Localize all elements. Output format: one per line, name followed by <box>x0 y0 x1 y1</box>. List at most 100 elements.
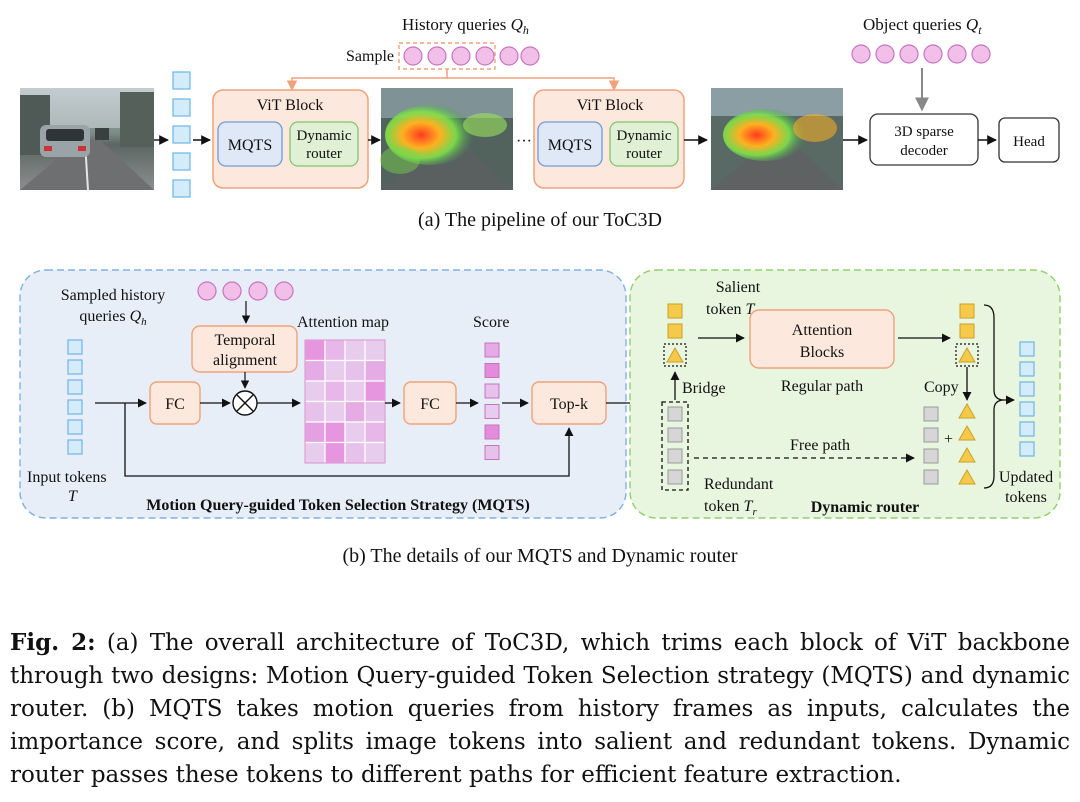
decoder-label-line2: decoder <box>900 143 947 159</box>
attention-cell <box>304 441 326 464</box>
token-square <box>1019 441 1035 457</box>
mqts-module <box>217 121 283 167</box>
token-square <box>67 359 83 375</box>
topk-label: Top-k <box>550 396 588 413</box>
regular-path-label: Regular path <box>781 378 863 395</box>
mqts-panel: Sampled history queries Qh Input tokens … <box>19 269 660 519</box>
score-square <box>484 445 500 460</box>
sample-arrow-left <box>286 69 448 92</box>
redundant-token <box>667 406 683 422</box>
input-tokens-label: Input tokens <box>27 469 107 486</box>
query-circle <box>851 44 871 64</box>
attention-cell <box>344 339 366 362</box>
attention-blocks-box <box>749 309 895 369</box>
heatmap-image <box>380 88 513 190</box>
attention-cell <box>324 380 346 403</box>
multiply-circle-icon <box>232 390 258 416</box>
mqts-label: MQTS <box>228 137 272 154</box>
history-queries-label: History queries Qh <box>402 15 529 37</box>
token-square <box>172 125 191 144</box>
mqts-module <box>537 121 603 167</box>
token-square <box>67 419 83 435</box>
fc-label: FC <box>165 396 185 413</box>
token-square <box>67 439 83 455</box>
subcaption-a: (a) The pipeline of our ToC3D <box>418 209 662 231</box>
token-square <box>172 71 191 90</box>
redundant-dashed-box <box>661 401 689 491</box>
mqts-panel-background <box>19 269 627 519</box>
history-query-circles <box>403 46 540 66</box>
plus-sign: + <box>944 431 953 448</box>
camera-frame-image <box>20 88 154 191</box>
pipeline-panel: History queries Qh Sample ViT Bl <box>20 15 1060 231</box>
redundant-token <box>667 448 683 464</box>
dynamic-router-module <box>609 121 679 167</box>
sampled-query-circles <box>197 281 294 301</box>
attention-cell <box>364 441 386 464</box>
bridge-label: Bridge <box>682 380 726 397</box>
ellipsis: ··· <box>516 133 532 150</box>
vit-block-2: ViT Block MQTS Dynamic router <box>533 89 685 189</box>
attention-cell <box>344 400 366 423</box>
score-square <box>484 424 500 440</box>
attention-cell <box>344 441 366 464</box>
query-circle <box>222 281 242 301</box>
score-square <box>484 363 500 378</box>
temporal-label-line2: alignment <box>213 352 278 369</box>
vit-block-label: ViT Block <box>257 97 324 114</box>
output-redundant-token <box>923 448 939 464</box>
copied-token-triangle <box>958 468 976 485</box>
router-panel-background <box>629 269 1061 519</box>
token-square <box>1019 361 1035 377</box>
input-tokens-symbol: T <box>68 488 78 505</box>
figure-caption: Fig. 2: (a) The overall architecture of … <box>10 626 1070 792</box>
input-token-column <box>172 71 191 198</box>
attention-cell <box>364 359 386 382</box>
router-panel-title: Dynamic router <box>811 499 920 516</box>
sampled-history-label: Sampled history <box>61 287 165 304</box>
attention-cell <box>364 380 386 403</box>
sample-label: Sample <box>346 48 394 65</box>
query-circle <box>451 46 471 66</box>
attention-cell <box>324 339 346 362</box>
output-redundant-token <box>923 469 939 485</box>
temporal-label-line1: Temporal <box>214 332 276 349</box>
attention-cell <box>324 421 346 444</box>
subcaption-b: (b) The details of our MQTS and Dynamic … <box>342 545 737 567</box>
score-column <box>484 342 500 460</box>
attention-cell <box>304 339 326 362</box>
query-circle <box>403 46 423 66</box>
mqts-label: MQTS <box>548 137 592 154</box>
query-circle <box>427 46 447 66</box>
fc-label: FC <box>420 396 440 413</box>
salient-label-line1: Salient <box>716 279 761 296</box>
head-box <box>998 117 1060 163</box>
attention-cell <box>304 359 326 382</box>
dynamic-router-panel: Salient token Ts Attention Blocks Regula… <box>629 269 1061 519</box>
query-circle <box>197 281 217 301</box>
query-circle <box>520 46 540 66</box>
attention-cell <box>364 400 386 423</box>
output-salient-token <box>959 323 975 339</box>
attention-cell <box>304 400 326 423</box>
output-redundant-token <box>923 427 939 443</box>
vit-block-1: ViT Block MQTS Dynamic router <box>212 89 369 189</box>
free-path-label: Free path <box>790 437 850 454</box>
attention-cell <box>324 359 346 382</box>
architecture-diagram: History queries Qh Sample ViT Bl <box>19 15 1061 567</box>
attention-cell <box>344 359 366 382</box>
dynamic-label: Dynamic <box>617 128 672 144</box>
dynamic-label: Dynamic <box>297 128 352 144</box>
query-circle <box>248 281 268 301</box>
bridge-token-triangle <box>666 346 684 363</box>
output-redundant-token <box>923 406 939 422</box>
query-circle <box>971 44 991 64</box>
token-square <box>1019 401 1035 417</box>
token-square <box>172 179 191 198</box>
salient-token <box>667 303 683 319</box>
score-square <box>484 383 500 399</box>
query-circle <box>875 44 895 64</box>
token-square <box>67 399 83 415</box>
token-square <box>67 379 83 395</box>
output-salient-token <box>959 303 975 319</box>
